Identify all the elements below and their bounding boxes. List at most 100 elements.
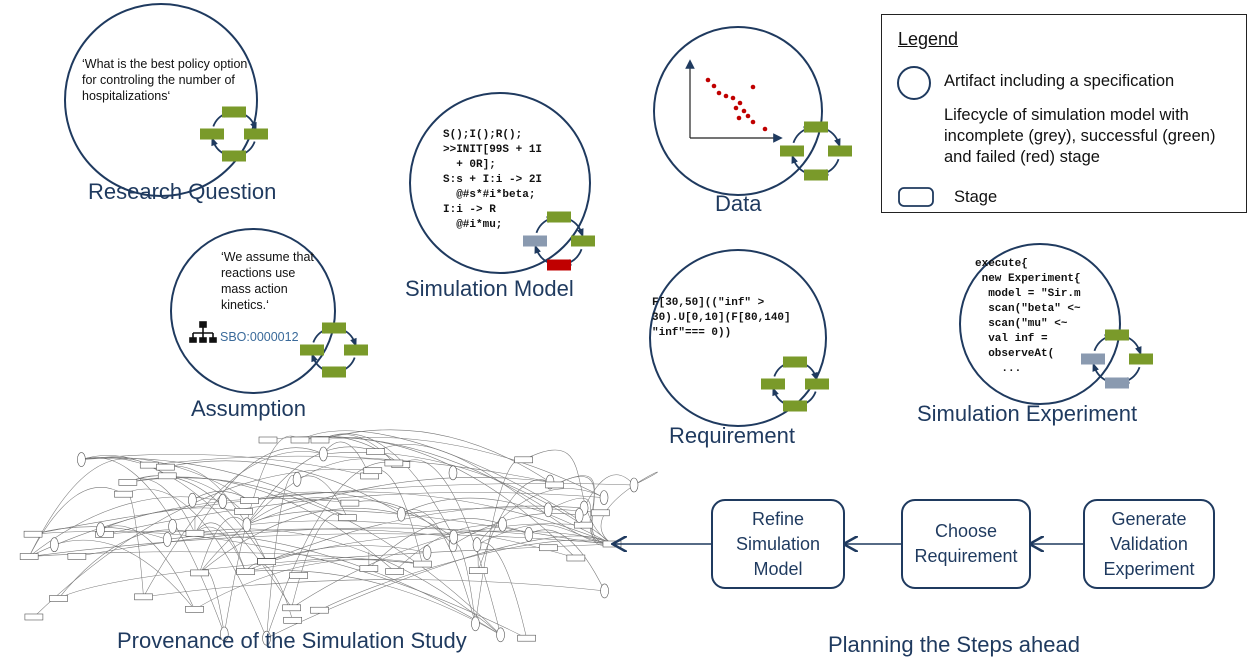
provenance-node [319,446,328,462]
research-question-quote: ‘What is the best policy option for cont… [82,57,248,103]
provenance-node [23,530,43,538]
provenance-node [19,553,39,560]
provenance-node [517,634,536,642]
lifecycle-arrowhead [1135,346,1142,356]
requirement-circle [649,249,827,427]
provenance-title: Provenance of the Simulation Study [117,628,467,653]
provenance-edge [299,436,401,465]
lifecycle-stage [780,145,804,157]
data-circle [653,26,823,196]
provenance-edge [375,444,613,545]
provenance-edge [29,498,350,557]
legend-item-lifecycle: Lifecycle of simulation model with incom… [944,106,1216,166]
provenance-edge [319,429,551,483]
lifecycle-stage [200,128,224,140]
provenance-node [574,521,593,529]
provenance-edge [400,459,501,635]
provenance-edge [143,579,605,598]
provenance-edge [291,523,584,609]
provenance-edge [76,527,529,557]
lifecycle-data [780,121,852,181]
provenance-node [545,481,564,489]
assumption-circle [170,228,336,394]
lifecycle-stage [571,235,595,247]
hierarchy-icon [189,321,217,343]
provenance-node [258,436,278,444]
provenance-edge [249,491,454,538]
assumption-title: Assumption [191,396,306,421]
provenance-edge [54,539,195,610]
provenance-node [240,497,259,504]
provenance-node [49,595,68,602]
legend-box: Legend Artifact including a specificatio… [881,14,1247,213]
provenance-edge [266,545,428,562]
provenance-edge [476,542,527,639]
provenance-edge [194,526,246,572]
provenance-node [574,508,584,523]
legend-item-stage: Stage [954,188,998,206]
provenance-node [629,477,639,493]
provenance-edge [323,452,584,526]
provenance-node [498,517,507,532]
lifecycle-simulation-model [523,211,595,271]
provenance-edge [583,474,635,509]
provenance-node [543,502,553,518]
lifecycle-arrowhead [791,154,798,164]
provenance-node [157,472,177,480]
provenance-node [262,630,271,646]
lifecycle-stage [1105,377,1129,389]
provenance-node [50,537,59,553]
step-choose-requirement: Choose Requirement [901,499,1031,589]
simulation-experiment-title: Simulation Experiment [917,401,1138,426]
simulation-model-code: S();I();R(); >>INIT[99S + 1I + 0R]; S:s … [443,129,543,231]
provenance-edge [246,510,613,545]
lifecycle-stage [805,378,829,390]
provenance-edge [554,476,613,546]
provenance-node [397,506,406,522]
provenance-edge [29,551,423,565]
provenance-node [257,558,276,565]
provenance-edge [28,487,124,557]
requirement-title: Requirement [669,423,795,448]
provenance-edge [127,475,244,512]
sbo-label: SBO:0000012 [220,330,299,344]
data-scatter-plot [685,59,783,143]
provenance-node [496,627,505,643]
provenance-node [599,490,609,505]
provenance-node [566,554,586,562]
lifecycle-arrowhead [534,244,541,254]
provenance-edge [81,457,348,518]
provenance-node [310,606,329,614]
provenance-edge [149,455,551,483]
provenance-node [539,544,558,552]
provenance-node [234,508,253,515]
provenance-edge [194,558,423,610]
requirement-code: F[30,50](("inf" > 30).U[0,10](F[80,140] … [652,297,791,339]
lifecycle-stage [783,400,807,412]
provenance-node [114,490,133,498]
legend-circle-icon [897,66,931,100]
lifecycle-stage [547,259,571,271]
provenance-node [96,522,105,537]
lifecycle-stage [222,150,246,162]
lifecycle-stage [322,322,346,334]
provenance-node [185,606,204,613]
provenance-node [422,545,432,560]
provenance-edge [165,460,402,515]
provenance-edge [299,437,577,559]
provenance-edge [476,524,613,545]
provenance-node [282,604,301,612]
provenance-edge [323,441,370,477]
provenance-node [524,527,534,542]
lifecycle-stage [804,169,828,181]
lifecycle-research-question [200,106,268,162]
research-question-circle [64,3,258,197]
provenance-edge [266,535,613,639]
lifecycle-stage [1129,353,1153,365]
lifecycle-stage [1105,329,1129,341]
lifecycle-stage [344,344,368,356]
provenance-edge [194,447,324,534]
provenance-edge [296,475,348,518]
provenance-node [310,436,330,444]
